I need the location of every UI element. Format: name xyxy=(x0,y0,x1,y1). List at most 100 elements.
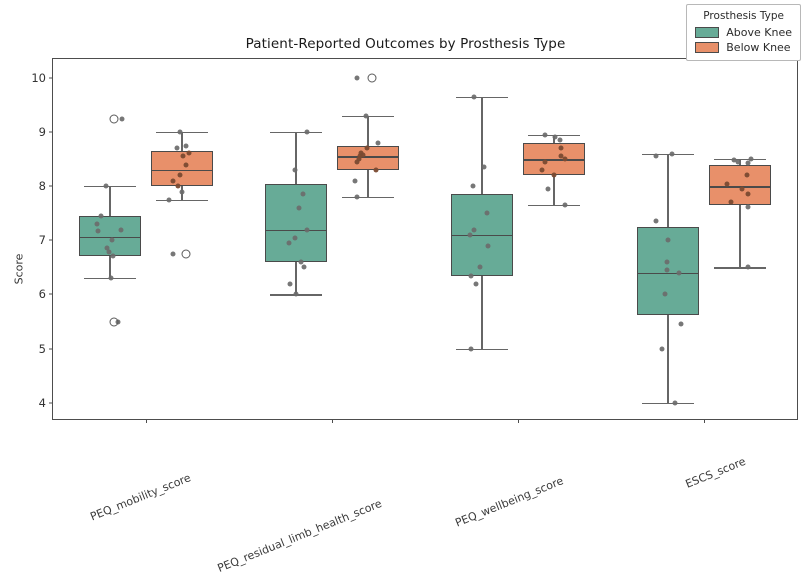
y-axis-label: Score xyxy=(12,253,26,285)
data-point xyxy=(542,159,548,165)
legend-swatch-below-knee xyxy=(695,42,720,53)
legend: Prosthesis Type Above Knee Below Knee xyxy=(686,4,801,61)
data-point xyxy=(352,178,358,184)
x-axis-tick-label: PEQ_mobility_score xyxy=(88,471,193,524)
data-point xyxy=(678,321,684,327)
data-point xyxy=(95,228,101,234)
data-point xyxy=(659,346,665,352)
median-line xyxy=(79,236,141,238)
data-point xyxy=(180,153,186,159)
data-point xyxy=(471,94,477,100)
data-point xyxy=(177,172,183,178)
data-point xyxy=(467,232,473,238)
data-point xyxy=(109,237,115,243)
data-point xyxy=(485,243,491,249)
data-point xyxy=(653,218,659,224)
legend-swatch-above-knee xyxy=(695,27,720,38)
y-axis-tick-mark xyxy=(49,402,53,404)
legend-label-below-knee: Below Knee xyxy=(726,41,791,54)
median-line xyxy=(451,234,513,237)
outlier-marker xyxy=(181,249,191,259)
data-point xyxy=(724,181,730,186)
y-axis-tick-label: 5 xyxy=(38,341,46,356)
data-point xyxy=(357,153,363,159)
data-point xyxy=(545,186,551,192)
whisker-cap xyxy=(455,96,509,99)
legend-item-below-knee: Below Knee xyxy=(695,41,792,54)
whisker-cap xyxy=(713,267,767,269)
data-point xyxy=(186,150,192,156)
whisker-cap xyxy=(341,115,395,118)
data-point xyxy=(665,237,671,243)
box-above-knee xyxy=(265,183,327,262)
data-point xyxy=(301,264,307,270)
data-point xyxy=(739,186,745,192)
data-point xyxy=(286,240,292,246)
data-point xyxy=(179,189,185,195)
whisker-cap xyxy=(341,197,395,199)
legend-label-above-knee: Above Knee xyxy=(726,26,792,39)
data-point xyxy=(731,157,737,163)
data-point xyxy=(728,199,734,205)
data-point xyxy=(745,204,751,210)
y-axis-tick-label: 10 xyxy=(31,70,46,85)
data-point xyxy=(166,197,172,203)
data-point xyxy=(562,156,568,162)
median-line xyxy=(151,169,213,172)
outlier-marker xyxy=(109,114,119,124)
legend-item-above-knee: Above Knee xyxy=(695,26,792,39)
data-point xyxy=(354,194,360,200)
x-axis-tick-mark xyxy=(518,419,519,423)
data-point xyxy=(562,202,568,208)
whisker-cap xyxy=(155,199,209,201)
data-point xyxy=(558,153,564,159)
data-point xyxy=(664,267,670,273)
y-axis-tick-label: 9 xyxy=(38,125,46,140)
data-point xyxy=(539,167,545,173)
median-line xyxy=(523,159,585,161)
data-point xyxy=(551,172,557,178)
data-point xyxy=(662,291,668,297)
data-point xyxy=(664,259,670,265)
outlier-marker xyxy=(367,73,377,83)
data-point xyxy=(745,191,751,197)
y-axis-tick-mark xyxy=(49,348,53,350)
data-point xyxy=(735,159,741,165)
whisker-cap xyxy=(455,348,509,350)
data-point xyxy=(484,210,490,216)
data-point xyxy=(748,156,754,162)
box-below-knee xyxy=(709,164,771,206)
x-axis-tick-label: ESCS_score xyxy=(683,454,748,491)
y-axis-tick-mark xyxy=(49,239,53,241)
data-point xyxy=(363,113,369,119)
data-point xyxy=(106,249,112,255)
x-axis-tick-label: PEQ_residual_limb_health_score xyxy=(215,496,384,575)
box-above-knee xyxy=(79,215,141,256)
whisker-cap xyxy=(641,402,695,404)
chart-title: Patient-Reported Outcomes by Prosthesis … xyxy=(245,36,566,52)
data-point xyxy=(298,259,304,265)
data-point xyxy=(104,245,110,251)
data-point xyxy=(745,160,751,166)
data-point xyxy=(471,227,477,233)
data-point xyxy=(110,253,116,258)
data-point xyxy=(103,183,109,189)
data-point xyxy=(174,145,180,151)
y-axis-tick-label: 7 xyxy=(38,233,46,248)
data-point xyxy=(292,167,298,173)
data-point xyxy=(296,205,302,211)
y-axis-tick-mark xyxy=(49,131,53,133)
y-axis-tick-mark xyxy=(49,185,53,187)
data-point xyxy=(354,159,360,165)
box-above-knee xyxy=(451,194,513,276)
y-axis-tick-mark xyxy=(49,293,53,295)
data-point xyxy=(375,140,381,146)
data-point xyxy=(356,156,362,162)
data-point xyxy=(108,275,114,281)
x-axis-tick-mark xyxy=(146,419,147,423)
data-point xyxy=(183,143,189,149)
data-point xyxy=(119,116,125,122)
data-point xyxy=(669,151,675,157)
data-point xyxy=(300,191,306,197)
data-point xyxy=(98,213,104,219)
